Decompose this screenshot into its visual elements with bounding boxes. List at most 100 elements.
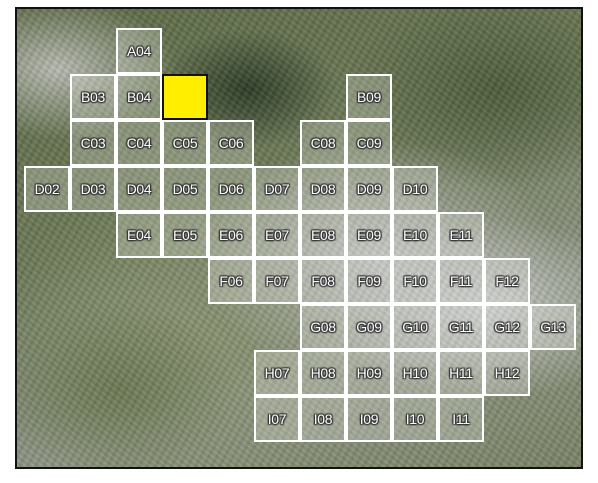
map-tile-label: D10 (402, 181, 428, 197)
map-tile-g11[interactable]: G11 (438, 304, 484, 350)
map-tile-label: E07 (264, 227, 289, 243)
map-tile-label: F09 (357, 273, 381, 289)
map-tile-h11[interactable]: H11 (438, 350, 484, 396)
map-tile-label: H10 (402, 365, 428, 381)
map-tile-label: D02 (34, 181, 60, 197)
map-tile-f07[interactable]: F07 (254, 258, 300, 304)
map-tile-h07[interactable]: H07 (254, 350, 300, 396)
map-tile-d10[interactable]: D10 (392, 166, 438, 212)
map-tile-c06[interactable]: C06 (208, 120, 254, 166)
map-tile-h10[interactable]: H10 (392, 350, 438, 396)
map-tile-label: F07 (265, 273, 289, 289)
map-tile-e11[interactable]: E11 (438, 212, 484, 258)
map-tile-label: D04 (126, 181, 152, 197)
map-tile-g10[interactable]: G10 (392, 304, 438, 350)
map-tile-label: G11 (448, 319, 474, 335)
map-tile-label: B09 (356, 89, 381, 105)
map-tile-g12[interactable]: G12 (484, 304, 530, 350)
map-tile-f10[interactable]: F10 (392, 258, 438, 304)
map-tile-label: H08 (310, 365, 336, 381)
map-tile-f11[interactable]: F11 (438, 258, 484, 304)
map-tile-label: D05 (172, 181, 198, 197)
map-tile-label: C04 (126, 135, 152, 151)
map-tile-d03[interactable]: D03 (70, 166, 116, 212)
map-tile-g08[interactable]: G08 (300, 304, 346, 350)
map-tile-c04[interactable]: C04 (116, 120, 162, 166)
map-tile-label: H07 (264, 365, 290, 381)
map-tile-e06[interactable]: E06 (208, 212, 254, 258)
map-tile-label: G08 (310, 319, 336, 335)
map-tile-label: C05 (172, 135, 198, 151)
map-tile-d09[interactable]: D09 (346, 166, 392, 212)
map-tile-label: E06 (218, 227, 243, 243)
map-tile-label: I07 (267, 411, 287, 427)
map-tile-e07[interactable]: E07 (254, 212, 300, 258)
map-tile-h08[interactable]: H08 (300, 350, 346, 396)
map-tile-g13[interactable]: G13 (530, 304, 576, 350)
map-tile-label: B04 (126, 89, 151, 105)
map-tile-f08[interactable]: F08 (300, 258, 346, 304)
map-tile-label: F11 (449, 273, 473, 289)
map-tile-i08[interactable]: I08 (300, 396, 346, 442)
map-tile-d04[interactable]: D04 (116, 166, 162, 212)
map-tile-d05[interactable]: D05 (162, 166, 208, 212)
map-tile-label: A04 (126, 43, 151, 59)
map-tile-label: B03 (80, 89, 105, 105)
map-tile-label: I08 (313, 411, 333, 427)
map-tile-b05[interactable] (162, 74, 208, 120)
map-tile-label: D09 (356, 181, 382, 197)
map-tile-e05[interactable]: E05 (162, 212, 208, 258)
map-tile-e10[interactable]: E10 (392, 212, 438, 258)
map-tile-label: G13 (540, 319, 566, 335)
map-tile-i10[interactable]: I10 (392, 396, 438, 442)
map-tile-f09[interactable]: F09 (346, 258, 392, 304)
map-tile-d02[interactable]: D02 (24, 166, 70, 212)
map-tile-a04[interactable]: A04 (116, 28, 162, 74)
map-tile-label: C03 (80, 135, 106, 151)
map-tile-label: I09 (359, 411, 379, 427)
map-tile-label: D03 (80, 181, 106, 197)
map-tile-i09[interactable]: I09 (346, 396, 392, 442)
map-tile-c09[interactable]: C09 (346, 120, 392, 166)
map-tile-f06[interactable]: F06 (208, 258, 254, 304)
map-tile-label: G10 (402, 319, 428, 335)
map-tile-e09[interactable]: E09 (346, 212, 392, 258)
map-tile-label: H12 (494, 365, 520, 381)
map-tile-label: E08 (310, 227, 335, 243)
map-tile-label: I11 (452, 411, 470, 427)
map-tile-label: G09 (356, 319, 382, 335)
map-tile-label: I10 (405, 411, 425, 427)
map-tile-label: F06 (219, 273, 243, 289)
map-tile-label: E10 (402, 227, 427, 243)
map-tile-label: C08 (310, 135, 336, 151)
map-tile-i11[interactable]: I11 (438, 396, 484, 442)
map-tile-b09[interactable]: B09 (346, 74, 392, 120)
map-tile-label: E09 (356, 227, 381, 243)
map-tile-e04[interactable]: E04 (116, 212, 162, 258)
map-tile-d07[interactable]: D07 (254, 166, 300, 212)
map-tile-label: E11 (449, 227, 473, 243)
map-tile-label: C06 (218, 135, 244, 151)
map-tile-label: E04 (126, 227, 151, 243)
map-tile-label: G12 (494, 319, 520, 335)
map-tile-h12[interactable]: H12 (484, 350, 530, 396)
map-tile-label: F08 (311, 273, 335, 289)
map-tile-g09[interactable]: G09 (346, 304, 392, 350)
map-tile-b03[interactable]: B03 (70, 74, 116, 120)
map-tile-b04[interactable]: B04 (116, 74, 162, 120)
map-tile-d06[interactable]: D06 (208, 166, 254, 212)
map-tile-label: D08 (310, 181, 336, 197)
map-tile-label: F12 (495, 273, 519, 289)
map-tile-c08[interactable]: C08 (300, 120, 346, 166)
map-tile-label: H11 (449, 365, 473, 381)
map-tile-d08[interactable]: D08 (300, 166, 346, 212)
map-tile-c03[interactable]: C03 (70, 120, 116, 166)
map-tile-label: H09 (356, 365, 382, 381)
map-tile-e08[interactable]: E08 (300, 212, 346, 258)
map-tile-i07[interactable]: I07 (254, 396, 300, 442)
map-tile-f12[interactable]: F12 (484, 258, 530, 304)
map-tile-h09[interactable]: H09 (346, 350, 392, 396)
map-tile-label: C09 (356, 135, 382, 151)
map-tile-c05[interactable]: C05 (162, 120, 208, 166)
